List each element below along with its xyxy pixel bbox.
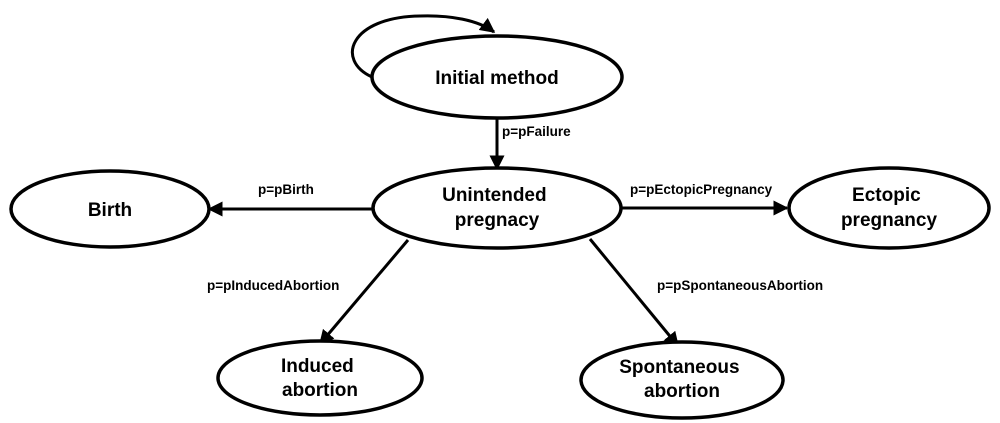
node-initial-method-label: Initial method xyxy=(435,68,559,89)
node-birth-label: Birth xyxy=(88,200,132,221)
self-loop-arrow xyxy=(351,14,496,79)
edge-label-failure: p=pFailure xyxy=(502,124,571,139)
node-induced-abortion-label: Induced abortion xyxy=(281,356,359,401)
node-unintended-pregnancy-label: Unintended pregnacy xyxy=(442,185,552,231)
node-initial-method: Initial method xyxy=(370,34,624,120)
edge-label-induced: p=pInducedAbortion xyxy=(207,278,339,293)
edge-label-birth: p=pBirth xyxy=(258,182,314,197)
node-spontaneous-abortion: Spontaneous abortion xyxy=(579,340,785,420)
edge-label-spontaneous: p=pSpontaneousAbortion xyxy=(657,278,823,293)
node-spontaneous-abortion-label: Spontaneous abortion xyxy=(619,357,745,402)
node-unintended-pregnancy-shape xyxy=(371,166,623,250)
node-birth: Birth xyxy=(9,169,211,249)
edges xyxy=(207,14,789,348)
node-unintended-pregnancy: Unintended pregnacy xyxy=(371,166,623,250)
node-ectopic-pregnancy-label: Ectopic pregnancy xyxy=(841,185,938,231)
edge-labels: p=pFailure p=pBirth p=pEctopicPregnancy … xyxy=(207,124,823,293)
edge-label-ectopic: p=pEctopicPregnancy xyxy=(630,182,773,197)
node-ectopic-pregnancy: Ectopic pregnancy xyxy=(787,166,991,250)
arrow-induced xyxy=(318,239,410,346)
node-initial-method-shape xyxy=(370,34,624,120)
node-ectopic-pregnancy-shape xyxy=(787,166,991,250)
node-induced-abortion-shape xyxy=(216,339,424,417)
node-spontaneous-abortion-shape xyxy=(579,340,785,420)
arrow-spontaneous xyxy=(588,238,680,348)
node-birth-shape xyxy=(9,169,211,249)
node-induced-abortion: Induced abortion xyxy=(216,339,424,417)
